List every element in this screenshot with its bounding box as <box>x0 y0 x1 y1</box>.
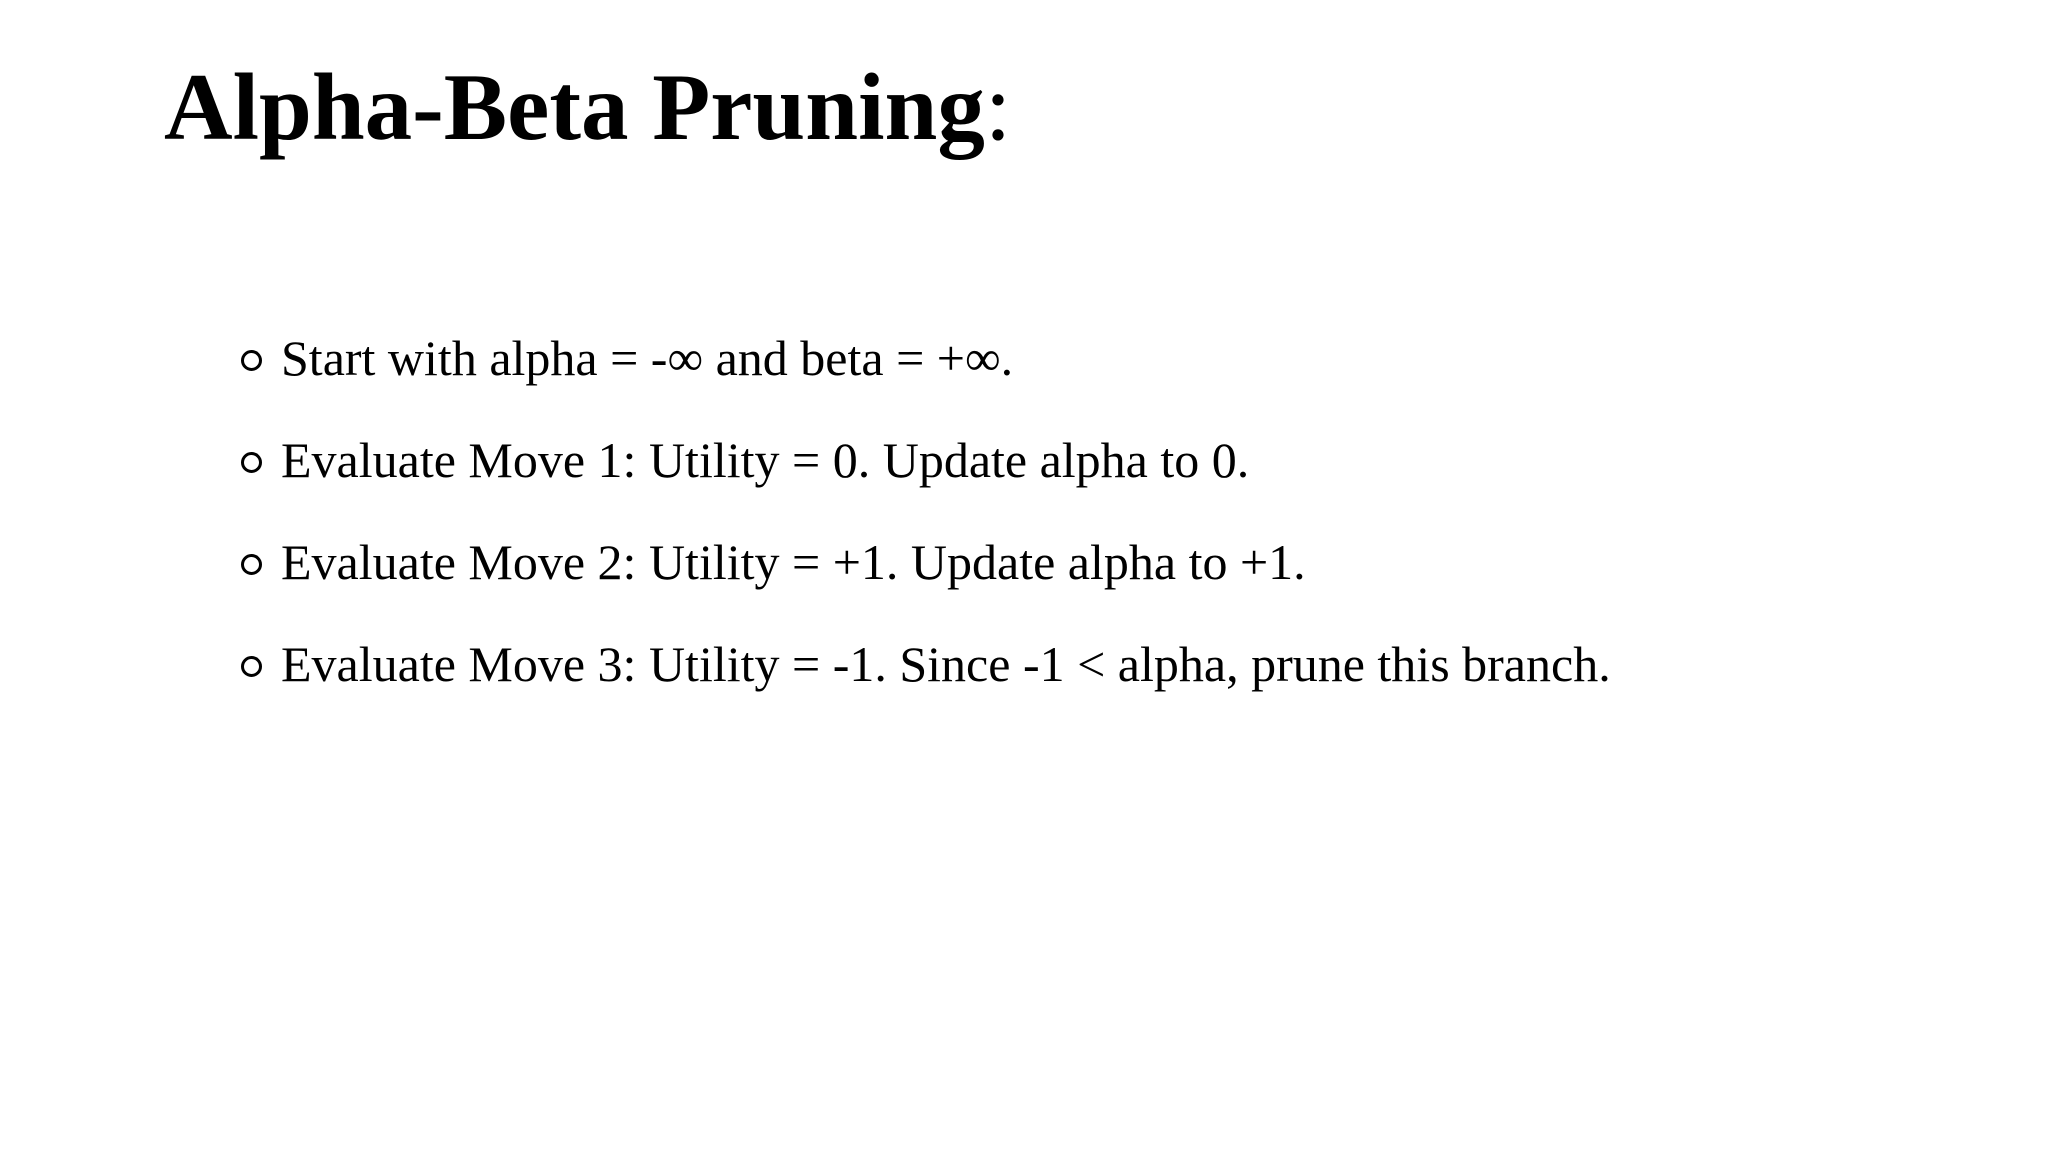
circle-bullet-icon <box>241 350 262 371</box>
page-title: Alpha-Beta Pruning: <box>164 50 1011 164</box>
page-title-text: Alpha-Beta Pruning <box>164 54 985 160</box>
list-item: Evaluate Move 2: Utility = +1. Update al… <box>241 511 1611 613</box>
circle-bullet-icon <box>241 656 262 677</box>
list-item: Start with alpha = -∞ and beta = +∞. <box>241 307 1611 409</box>
bullet-text: Evaluate Move 2: Utility = +1. Update al… <box>281 534 1306 590</box>
bullet-text: Evaluate Move 3: Utility = -1. Since -1 … <box>281 636 1611 692</box>
list-item: Evaluate Move 3: Utility = -1. Since -1 … <box>241 613 1611 715</box>
bullet-text: Evaluate Move 1: Utility = 0. Update alp… <box>281 432 1250 488</box>
bullet-text: Start with alpha = -∞ and beta = +∞. <box>281 330 1014 386</box>
page-title-colon: : <box>984 54 1012 160</box>
list-item: Evaluate Move 1: Utility = 0. Update alp… <box>241 409 1611 511</box>
bullet-list: Start with alpha = -∞ and beta = +∞. Eva… <box>241 307 1611 715</box>
circle-bullet-icon <box>241 554 262 575</box>
circle-bullet-icon <box>241 452 262 473</box>
